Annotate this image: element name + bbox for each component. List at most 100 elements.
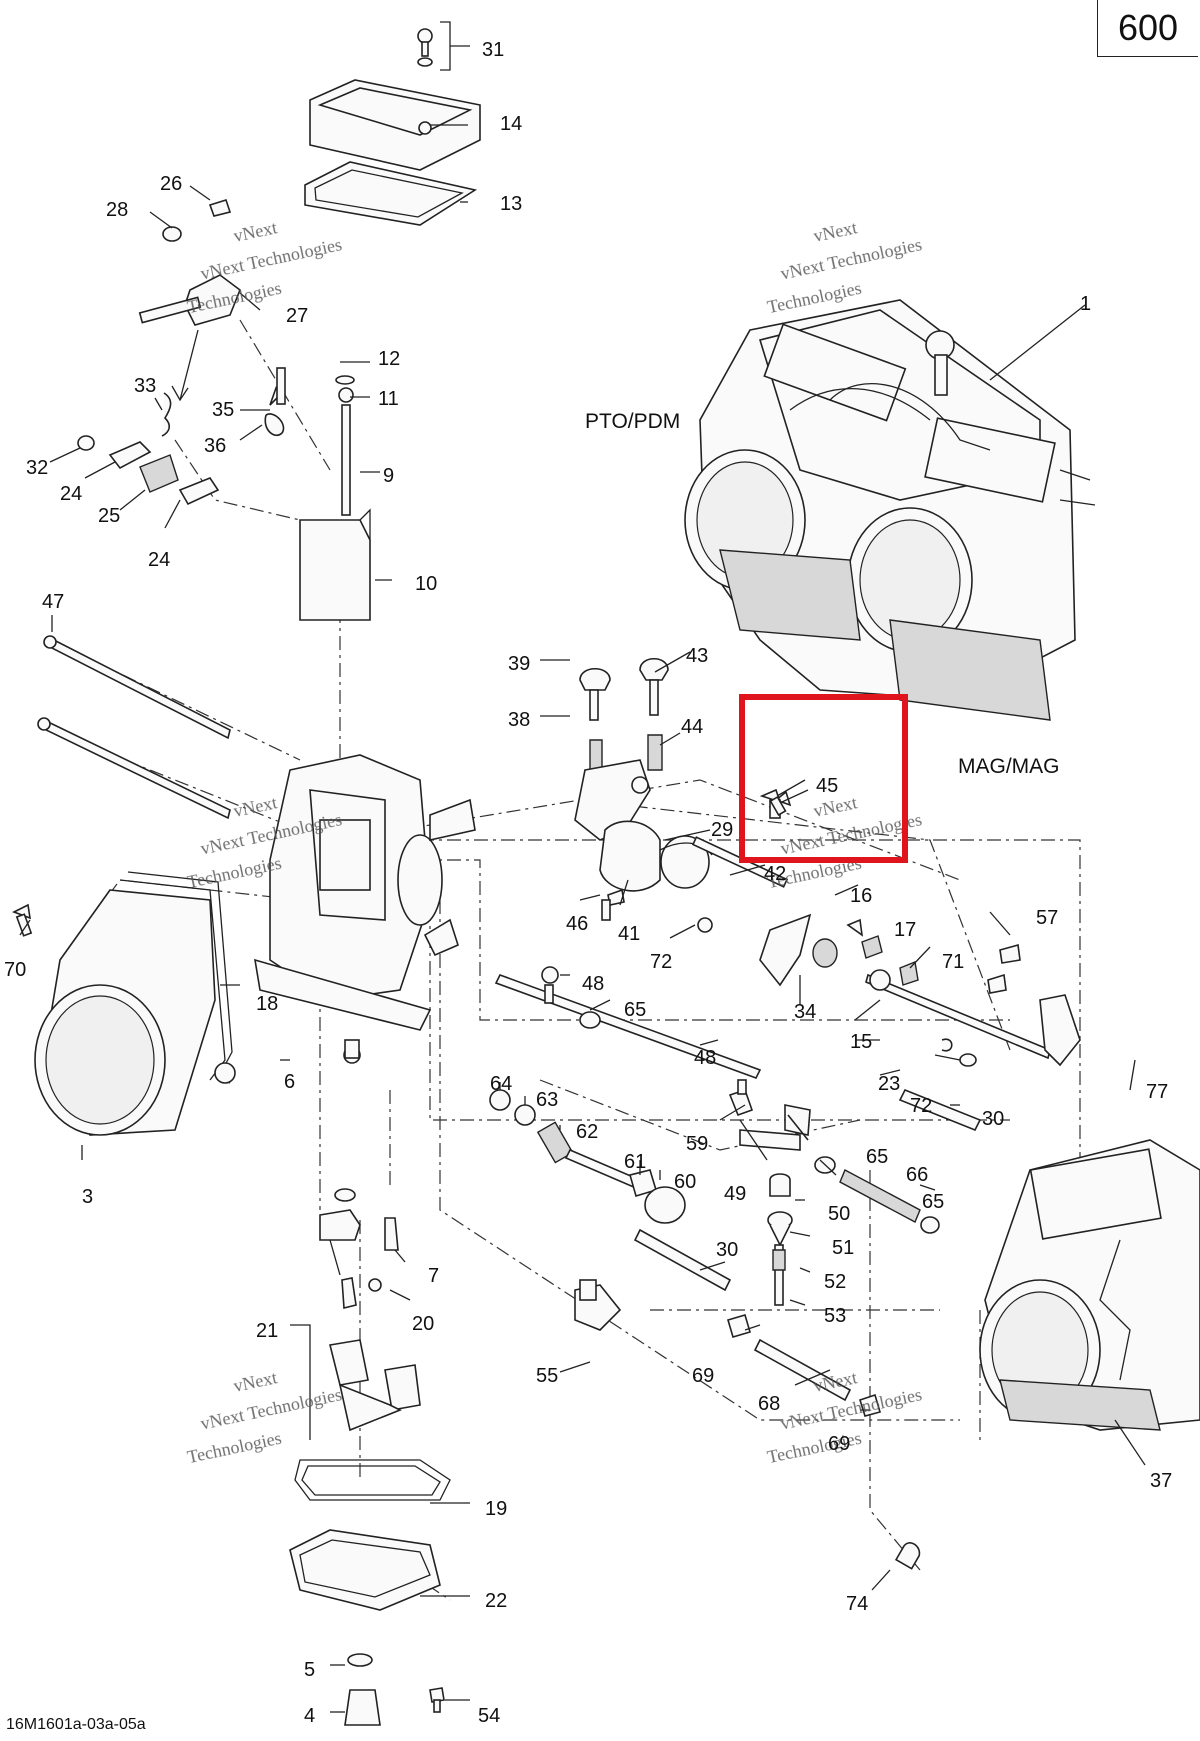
intake-adapter (12, 871, 236, 1136)
callout-22: 22 (485, 1590, 507, 1612)
throttle-group (574, 657, 1081, 1067)
callout-50: 50 (828, 1203, 850, 1225)
callout-29: 29 (711, 819, 733, 841)
callout-9: 9 (383, 465, 394, 487)
callout-74: 74 (846, 1593, 868, 1615)
callout-72a: 72 (650, 951, 672, 973)
leader-lines (19, 21, 1146, 1713)
callout-39: 39 (508, 653, 530, 675)
callout-44: 44 (681, 716, 703, 738)
carburetor-right-lower (979, 1139, 1200, 1431)
callout-37: 37 (1150, 1470, 1172, 1492)
callout-51: 51 (832, 1237, 854, 1259)
callout-4: 4 (304, 1705, 315, 1727)
callout-60: 60 (674, 1171, 696, 1193)
lever-and-link-parts (77, 199, 371, 621)
callout-15: 15 (850, 1031, 872, 1053)
callout-23: 23 (878, 1073, 900, 1095)
callout-5: 5 (304, 1659, 315, 1681)
svg-text:vNext Technologies: vNext Technologies (199, 1384, 344, 1433)
callout-65b: 65 (866, 1146, 888, 1168)
long-bolts (37, 635, 231, 820)
callout-25: 25 (98, 505, 120, 527)
shaft-and-spring-parts (489, 966, 982, 1417)
callout-68: 68 (758, 1393, 780, 1415)
callout-48a: 48 (582, 973, 604, 995)
callout-31: 31 (482, 39, 504, 61)
callout-35: 35 (212, 399, 234, 421)
callout-32: 32 (26, 457, 48, 479)
callout-57: 57 (1036, 907, 1058, 929)
svg-text:vNext: vNext (232, 217, 279, 246)
callout-7: 7 (428, 1265, 439, 1287)
page-number: 600 (1117, 7, 1179, 48)
callout-77: 77 (1146, 1081, 1168, 1103)
callout-48b: 48 (694, 1047, 716, 1069)
callout-47: 47 (42, 591, 64, 613)
callout-43: 43 (686, 645, 708, 667)
callout-17: 17 (894, 919, 916, 941)
callout-21: 21 (256, 1320, 278, 1342)
callout-65a: 65 (624, 999, 646, 1021)
carburetor-assembly (684, 299, 1096, 721)
callout-24b: 24 (148, 549, 170, 571)
callout-36: 36 (204, 435, 226, 457)
callout-53: 53 (824, 1305, 846, 1327)
top-cover-group (304, 28, 481, 226)
svg-text:vNext: vNext (812, 1367, 859, 1396)
callout-1: 1 (1080, 293, 1091, 315)
callout-18: 18 (256, 993, 278, 1015)
svg-text:vNext: vNext (812, 217, 859, 246)
callout-12: 12 (378, 348, 400, 370)
callout-30a: 30 (982, 1108, 1004, 1130)
svg-text:vNext: vNext (232, 792, 279, 821)
callout-28: 28 (106, 199, 128, 221)
callout-71: 71 (942, 951, 964, 973)
pto-label: PTO/PDM (585, 410, 680, 433)
callout-33: 33 (134, 375, 156, 397)
svg-text:vNext Technologies: vNext Technologies (779, 1384, 924, 1433)
callout-52: 52 (824, 1271, 846, 1293)
callout-64: 64 (490, 1073, 512, 1095)
callout-24a: 24 (60, 483, 82, 505)
callout-59: 59 (686, 1133, 708, 1155)
callout-69b: 69 (828, 1433, 850, 1455)
callout-27: 27 (286, 305, 308, 327)
callout-14: 14 (500, 113, 522, 135)
svg-text:Technologies: Technologies (185, 278, 283, 317)
callout-42: 42 (764, 863, 786, 885)
callout-3: 3 (82, 1186, 93, 1208)
callout-70: 70 (4, 959, 26, 981)
callout-6: 6 (284, 1071, 295, 1093)
svg-text:Technologies: Technologies (185, 1428, 283, 1467)
svg-text:vNext: vNext (232, 1367, 279, 1396)
callout-45[interactable]: 45 (816, 775, 838, 797)
callout-26: 26 (160, 173, 182, 195)
callout-34: 34 (794, 1001, 816, 1023)
callout-63: 63 (536, 1089, 558, 1111)
callout-72b: 72 (910, 1095, 932, 1117)
callout-11: 11 (378, 388, 399, 410)
callout-49: 49 (724, 1183, 746, 1205)
svg-text:vNext Technologies: vNext Technologies (199, 234, 344, 283)
callout-16: 16 (850, 885, 872, 907)
callout-41: 41 (618, 923, 640, 945)
drawing-reference-code: 16M1601a-03a-05a (6, 1716, 146, 1733)
highlight-box-part-45[interactable] (739, 694, 908, 863)
callout-62: 62 (576, 1121, 598, 1143)
carburetor-body (254, 754, 476, 1064)
callout-54: 54 (478, 1705, 500, 1727)
callout-66: 66 (906, 1164, 928, 1186)
svg-text:Technologies: Technologies (185, 853, 283, 892)
callout-61: 61 (624, 1151, 646, 1173)
callout-20: 20 (412, 1313, 434, 1335)
svg-text:vNext Technologies: vNext Technologies (779, 234, 924, 283)
float-bowl-group (289, 1188, 921, 1726)
callout-38: 38 (508, 709, 530, 731)
svg-text:vNext Technologies: vNext Technologies (779, 809, 924, 858)
callout-65c: 65 (922, 1191, 944, 1213)
callout-13: 13 (500, 193, 522, 215)
callout-69a: 69 (692, 1365, 714, 1387)
